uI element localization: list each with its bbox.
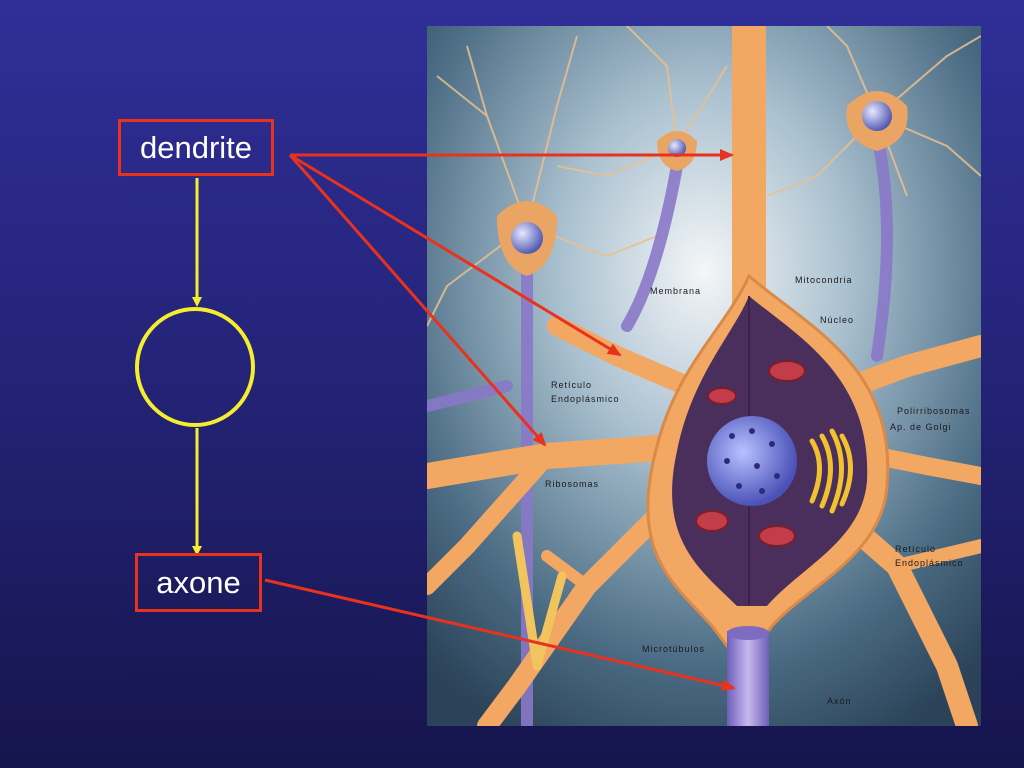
label-membrana: Membrana xyxy=(650,286,701,296)
mitochondria xyxy=(695,360,806,547)
label-ribosomas: Ribosomas xyxy=(545,479,599,489)
axone-label: axone xyxy=(135,553,262,612)
label-polirribosomas: Polirribosomas xyxy=(897,406,971,416)
background-neurons xyxy=(497,91,908,276)
arrow-dendrite-middle xyxy=(289,153,622,357)
main-axon xyxy=(727,631,769,726)
nucleus-pores xyxy=(724,428,780,494)
dendrite-label: dendrite xyxy=(118,119,274,176)
soma-circle xyxy=(135,307,255,427)
label-mitocondria: Mitocondria xyxy=(795,275,853,285)
arrow-axone xyxy=(264,578,736,692)
arrow-dendrite-lower xyxy=(288,154,547,447)
label-reticulo-2b: Endoplásmico xyxy=(895,558,964,568)
neuron-illustration: Membrana Mitocondria Núcleo Retículo End… xyxy=(427,26,981,726)
synaptic-terminals xyxy=(512,531,567,671)
label-axon: Axón xyxy=(827,696,852,706)
label-golgi: Ap. de Golgi xyxy=(890,422,952,432)
axone-label-text: axone xyxy=(156,565,241,600)
label-nucleo: Núcleo xyxy=(820,315,854,325)
label-reticulo-1b: Endoplásmico xyxy=(551,394,620,404)
nucleus xyxy=(707,416,797,506)
golgi-apparatus xyxy=(809,428,853,514)
label-reticulo-1a: Retículo xyxy=(551,380,592,390)
label-microtubulos: Microtúbulos xyxy=(642,644,705,654)
image-labels: Membrana Mitocondria Núcleo Retículo End… xyxy=(545,275,971,706)
label-reticulo-2a: Retículo xyxy=(895,544,936,554)
axon-top xyxy=(727,626,769,640)
dendrite-label-text: dendrite xyxy=(139,130,253,165)
